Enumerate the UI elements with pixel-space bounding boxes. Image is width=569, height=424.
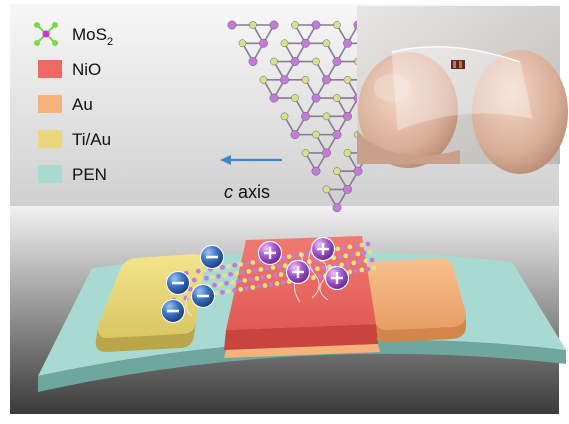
device-schematic xyxy=(38,236,566,392)
c-axis-label: c axis xyxy=(224,182,270,202)
legend-label-pen: PEN xyxy=(72,165,107,184)
legend-item-mos2: MoS2 xyxy=(34,22,113,48)
c-axis-label-symbol: c xyxy=(224,182,233,202)
c-axis-indicator: c axis xyxy=(220,155,282,202)
au-electrode-side xyxy=(374,314,466,342)
pen-substrate-edge xyxy=(38,339,566,392)
hole xyxy=(324,265,350,291)
legend-item-nio: NiO xyxy=(38,60,101,79)
legend-swatch-au xyxy=(38,95,62,113)
au-under-nio xyxy=(224,344,380,358)
flexible-device-in-hand-photo xyxy=(357,6,568,174)
hole xyxy=(257,240,283,266)
mos2-molecule-icon xyxy=(34,22,58,46)
electron xyxy=(191,284,215,308)
tiau-electrode-side xyxy=(95,322,196,352)
legend-label-nio: NiO xyxy=(72,60,101,79)
legend-item-tiau: Ti/Au xyxy=(38,130,111,149)
legend-label-au: Au xyxy=(72,95,93,114)
electron xyxy=(161,299,185,323)
c-axis-label-text: axis xyxy=(233,182,270,202)
legend-swatch-pen xyxy=(38,165,62,183)
legend-label-mos2: MoS2 xyxy=(72,25,113,48)
legend-swatch-tiau xyxy=(38,130,62,148)
legend-item-pen: PEN xyxy=(38,165,107,184)
au-electrode xyxy=(366,258,466,330)
electron xyxy=(166,271,190,295)
c-axis-arrowhead xyxy=(220,155,231,165)
nio-layer-side xyxy=(224,324,378,350)
legend-label-tiau: Ti/Au xyxy=(72,130,111,149)
legend-item-au: Au xyxy=(38,95,93,114)
hole xyxy=(310,236,336,262)
hole xyxy=(285,259,311,285)
charge-carriers xyxy=(161,236,350,323)
legend-swatch-nio xyxy=(38,60,62,78)
electron xyxy=(200,245,224,269)
